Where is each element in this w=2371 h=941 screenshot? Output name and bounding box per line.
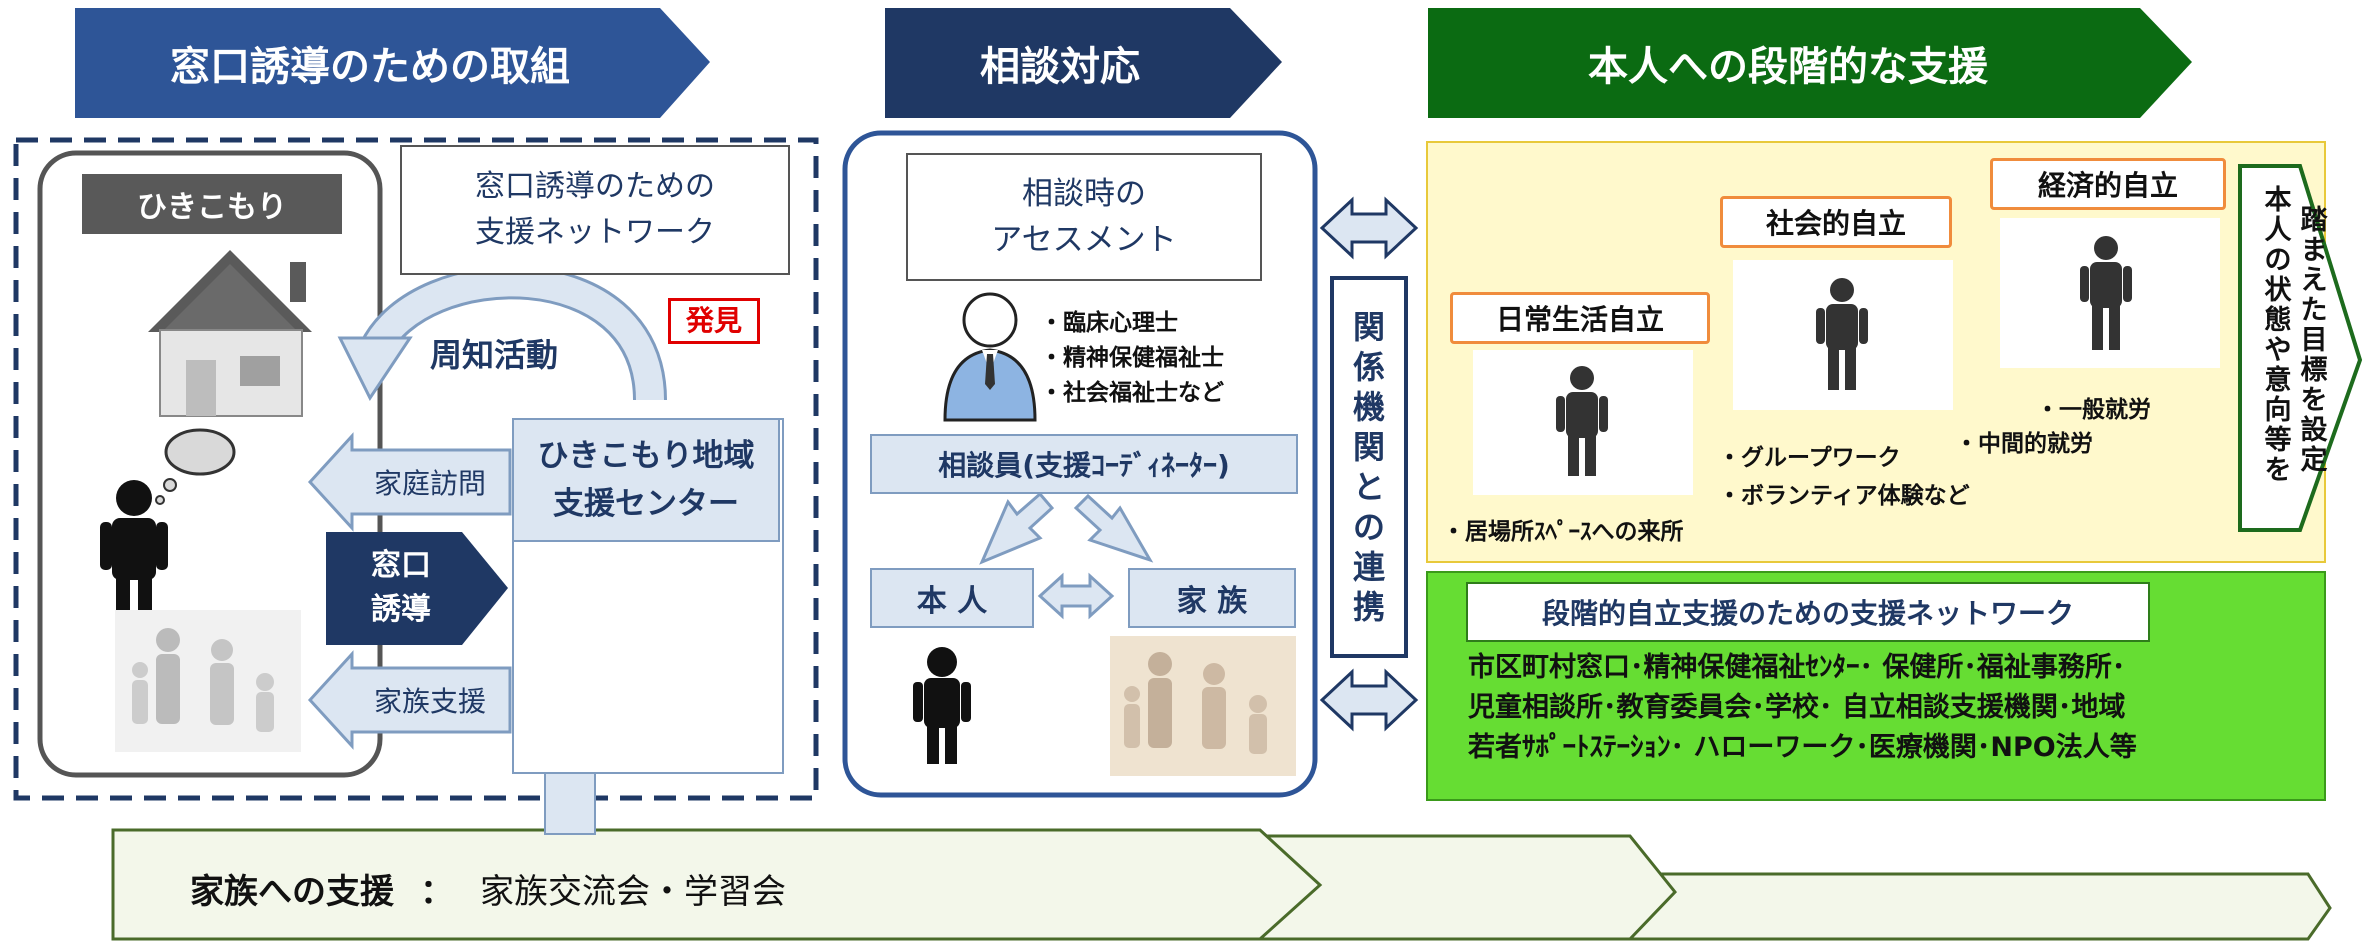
bullet-group: ・グループワーク: [1718, 445, 1901, 471]
family-box: 家 族: [1128, 568, 1296, 628]
assessment-box: 相談時の アセスメント: [906, 153, 1262, 281]
family-support-arrow: [307, 650, 512, 750]
specialist-2: ・精神保健福祉士: [1040, 345, 1224, 371]
cooperation-box: 関 係 機 関 と の 連 携: [1330, 276, 1408, 658]
separator-colon: ：: [420, 871, 454, 912]
header-left-title: 窓口誘導のための取組: [170, 44, 570, 90]
header-right-title: 本人への段階的な支援: [1588, 44, 1988, 90]
bullet-general: ・一般就労: [2036, 397, 2151, 423]
assessment-line2: アセスメント: [991, 222, 1177, 258]
cooperation-char-7: 連: [1352, 548, 1385, 586]
left-dashed-region: [13, 137, 819, 801]
counselor-person-arrow: [979, 491, 1055, 565]
family-icon-middle: [1110, 636, 1296, 776]
hikikomori-label: ひきこもり: [82, 174, 342, 234]
network-title-box: 段階的自立支援のための支援ネットワーク: [1466, 582, 2150, 642]
counselor-box: 相談員(支援ｺｰﾃﾞｨﾈｰﾀｰ): [870, 434, 1298, 494]
bullet-volunteer: ・ボランティア体験など: [1718, 483, 1970, 509]
specialist-3: ・社会福祉士など: [1040, 380, 1224, 406]
cooperation-char-1: 関: [1352, 308, 1385, 346]
cooperation-char-4: 関: [1352, 428, 1385, 466]
support-center-title: ひきこもり地域 支援センター: [512, 418, 780, 542]
economic-label: 経済的自立: [1990, 158, 2226, 210]
thought-bubble-icon: [155, 428, 236, 505]
network-line-1: 市区町村窓口･精神保健福祉ｾﾝﾀｰ･ 保健所･福祉事務所･: [1468, 652, 2126, 683]
center-connector: [544, 769, 596, 835]
header-middle-title: 相談対応: [980, 44, 1140, 90]
home-visit-label: 家庭訪問: [373, 467, 486, 500]
person-icon-left: [100, 480, 168, 618]
home-visit-arrow: [307, 432, 512, 532]
publicity-label: 周知活動: [430, 336, 559, 374]
cooperation-char-6: の: [1352, 508, 1385, 546]
cooperation-char-5: と: [1352, 468, 1385, 506]
network-list: 市区町村窓口･精神保健福祉ｾﾝﾀｰ･ 保健所･福祉事務所･ 児童相談所･教育委員…: [1468, 648, 2308, 768]
link-arrow-bottom: [1319, 668, 1419, 732]
family-support-title: 家族への支援: [190, 871, 394, 912]
cooperation-char-3: 機: [1352, 388, 1385, 426]
network-line-2: 児童相談所･教育委員会･学校･ 自立相談支援機関･地域: [1468, 692, 2126, 723]
bullet-intermediate: ・中間的就労: [1955, 431, 2093, 457]
social-label: 社会的自立: [1720, 196, 1952, 248]
family-support-content: 家族交流会・学習会: [480, 871, 786, 912]
counselor-icon: [943, 292, 1037, 422]
window-guidance-line2: 誘導: [371, 592, 431, 627]
discovery-badge: 発見: [668, 298, 760, 344]
publicity-curve: [362, 268, 664, 401]
network-box-line1: 窓口誘導のための: [475, 169, 715, 204]
person-icon-middle: [913, 647, 971, 764]
window-guidance-arrow: [326, 532, 508, 645]
header-middle-arrow: [885, 8, 1282, 118]
goal-text-col2: 踏まえた目標を設定: [2300, 205, 2328, 476]
goal-text-col1: 本人の状態や意向等を: [2264, 185, 2292, 486]
cooperation-char-8: 携: [1352, 588, 1385, 626]
bottom-chevron-1: [111, 828, 1323, 941]
support-center-line2: 支援センター: [553, 486, 739, 522]
bullet-place: ・居場所ｽﾍﾟｰｽへの来所: [1442, 519, 1684, 545]
assessment-line1: 相談時の: [1022, 176, 1146, 212]
cooperation-char-2: 係: [1352, 348, 1385, 386]
family-icon-left: [115, 610, 301, 752]
daily-life-label: 日常生活自立: [1450, 292, 1710, 344]
figure-icon-social: [1816, 278, 1868, 390]
support-center-line1: ひきこもり地域: [537, 438, 755, 474]
person-box: 本 人: [870, 568, 1034, 628]
link-arrow-top: [1319, 196, 1419, 260]
network-line-3: 若者ｻﾎﾟｰﾄｽﾃｰｼｮﾝ･ ハローワーク･医療機関･NPO法人等: [1468, 732, 2137, 763]
publicity-curve-head: [337, 336, 413, 401]
figure-icon-daily: [1556, 366, 1608, 476]
bottom-band: 家族への支援 ： 家族交流会・学習会: [190, 858, 786, 918]
goal-arrow: [2238, 164, 2363, 532]
specialist-1: ・臨床心理士: [1040, 310, 1178, 336]
window-guidance-line1: 窓口: [371, 548, 431, 583]
house-icon: [148, 250, 312, 417]
header-right-arrow: [1428, 8, 2192, 118]
window-guidance-label: 窓口 誘導: [326, 538, 476, 638]
header-left-arrow: [75, 8, 710, 118]
specialist-list: ・臨床心理士 ・精神保健福祉士 ・社会福祉士など: [1040, 306, 1224, 411]
person-family-arrow: [1037, 572, 1115, 620]
network-box-line2: 支援ネットワーク: [475, 215, 715, 250]
bottom-chevron-3: [1595, 872, 2332, 941]
family-support-label: 家族支援: [373, 685, 486, 718]
figure-icon-economic: [2080, 236, 2132, 350]
network-box: 窓口誘導のための 支援ネットワーク: [400, 145, 790, 275]
counselor-family-arrow: [1073, 493, 1154, 563]
